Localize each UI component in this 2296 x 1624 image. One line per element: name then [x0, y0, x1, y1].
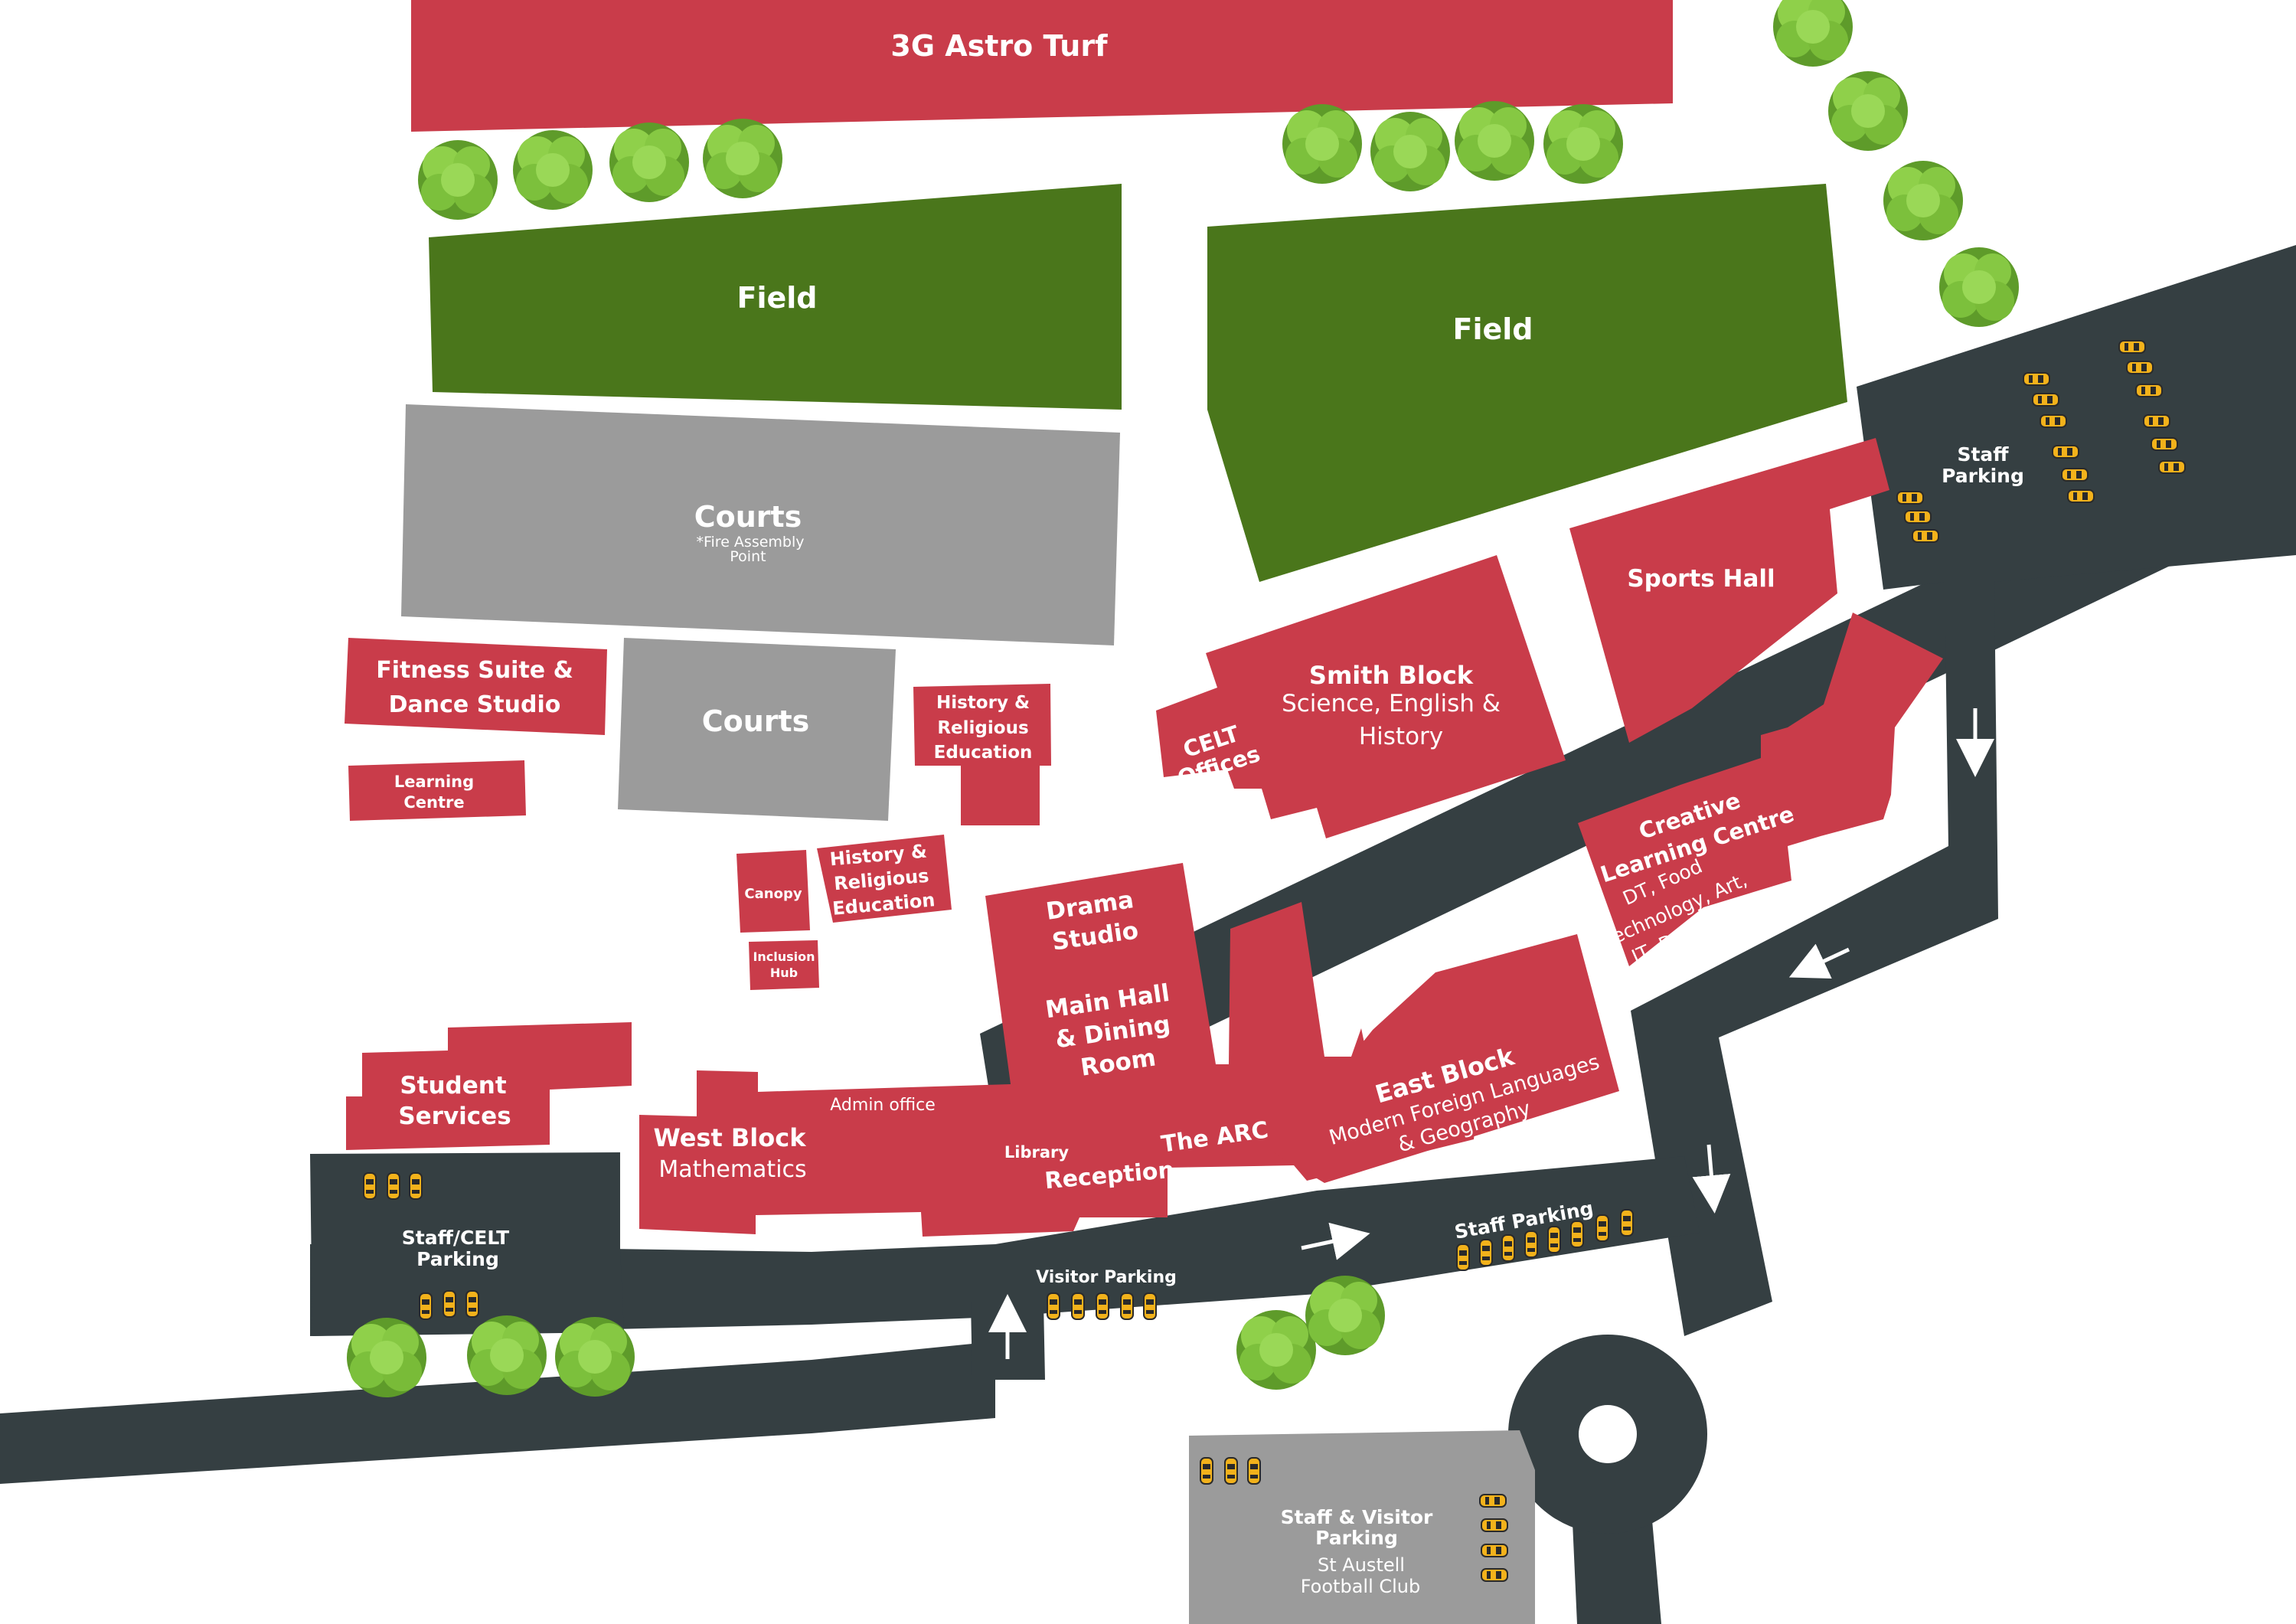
hre-upper-label-1: History & — [936, 693, 1030, 713]
library-label: Library — [1004, 1143, 1069, 1162]
slt-offices-label: SLT Offices — [791, 1214, 882, 1233]
smith-block-building[interactable] — [1156, 555, 1566, 838]
astro-turf-label: 3G Astro Turf — [890, 29, 1108, 63]
learning-centre-building[interactable] — [348, 760, 526, 821]
field-left-label: Field — [737, 281, 818, 315]
staff-parking-top-label-2: Parking — [1942, 465, 2024, 487]
admin-office-label: Admin office — [830, 1096, 935, 1115]
football-parking-label-2: Parking — [1315, 1527, 1398, 1549]
fitness-label-1: Fitness Suite & — [376, 657, 573, 684]
hre-upper-label-3: Education — [934, 743, 1033, 763]
courts-main[interactable] — [401, 404, 1120, 645]
road-network — [0, 245, 2296, 1624]
student-services-label-1: Student — [400, 1072, 506, 1100]
astro-turf-area[interactable] — [411, 0, 1673, 132]
courts-main-note-2: Point — [730, 548, 766, 565]
staff-celt-parking-label-2: Parking — [416, 1248, 499, 1270]
history-re-upper-building[interactable] — [913, 684, 1051, 825]
inclusion-label-1: Inclusion — [753, 949, 815, 964]
road-staff-access[interactable] — [1631, 245, 2296, 1336]
inclusion-hub-building[interactable] — [749, 940, 819, 990]
fitness-suite-building[interactable] — [345, 638, 607, 735]
trevarthian-road-label-1: Trevarthian — [1094, 1389, 1213, 1410]
roundabout-island — [1579, 1405, 1637, 1463]
sports-hall-label: Sports Hall — [1627, 565, 1775, 593]
history-re-lower-building[interactable] — [817, 835, 952, 923]
creative-learning-centre-building[interactable] — [1578, 613, 1943, 966]
smith-block-label: Smith Block — [1309, 661, 1474, 690]
west-block-label: West Block — [654, 1123, 807, 1152]
staff-parking-top-label-1: Staff — [1957, 443, 2009, 466]
road-trevarthian[interactable] — [0, 1341, 995, 1484]
field-right[interactable] — [1207, 184, 1847, 582]
fitness-label-2: Dance Studio — [389, 691, 561, 718]
student-services-building[interactable] — [346, 1022, 632, 1150]
visitor-parking-label: Visitor Parking — [1036, 1268, 1177, 1287]
student-services-label-2: Services — [398, 1103, 511, 1130]
courts-small-label: Courts — [702, 704, 810, 738]
hre-upper-label-2: Religious — [937, 718, 1028, 738]
east-block-building[interactable] — [1267, 934, 1619, 1183]
courts-main-label: Courts — [694, 500, 802, 534]
football-parking-label-3: St Austell — [1318, 1554, 1405, 1576]
courts-main-note-1: *Fire Assembly — [696, 534, 804, 551]
football-club-parking[interactable] — [1189, 1430, 1535, 1624]
arrow-left-staff-road — [1788, 943, 1850, 979]
learning-centre-label-2: Centre — [403, 793, 464, 812]
west-block-subject: Mathematics — [658, 1156, 806, 1183]
staff-celt-parking-label-1: Staff/CELT — [402, 1227, 509, 1249]
football-parking-label-1: Staff & Visitor — [1281, 1506, 1433, 1528]
arrow-right-lower-drive — [1301, 1222, 1370, 1260]
smith-block-subject-2: History — [1359, 723, 1443, 750]
courts-small[interactable] — [618, 638, 896, 821]
sports-hall-building[interactable] — [1569, 438, 1889, 743]
trevarthian-road-label-2: Road — [1128, 1410, 1181, 1431]
traffic-arrows — [988, 708, 1994, 1359]
smith-block-subject-1: Science, English & — [1282, 690, 1501, 717]
learning-centre-label-1: Learning — [394, 773, 474, 791]
arrow-down-junction — [1692, 1144, 1731, 1214]
canopy-building[interactable] — [736, 850, 810, 933]
football-parking-label-4: Football Club — [1301, 1576, 1421, 1597]
field-right-label: Field — [1453, 312, 1533, 346]
inclusion-label-2: Hub — [770, 966, 798, 980]
field-left[interactable] — [429, 184, 1122, 410]
area-labels: 3G Astro Turf Field Field Courts *Fire A… — [694, 29, 1533, 738]
canopy-label: Canopy — [744, 886, 802, 902]
road-lower-drive[interactable] — [310, 1156, 1700, 1336]
